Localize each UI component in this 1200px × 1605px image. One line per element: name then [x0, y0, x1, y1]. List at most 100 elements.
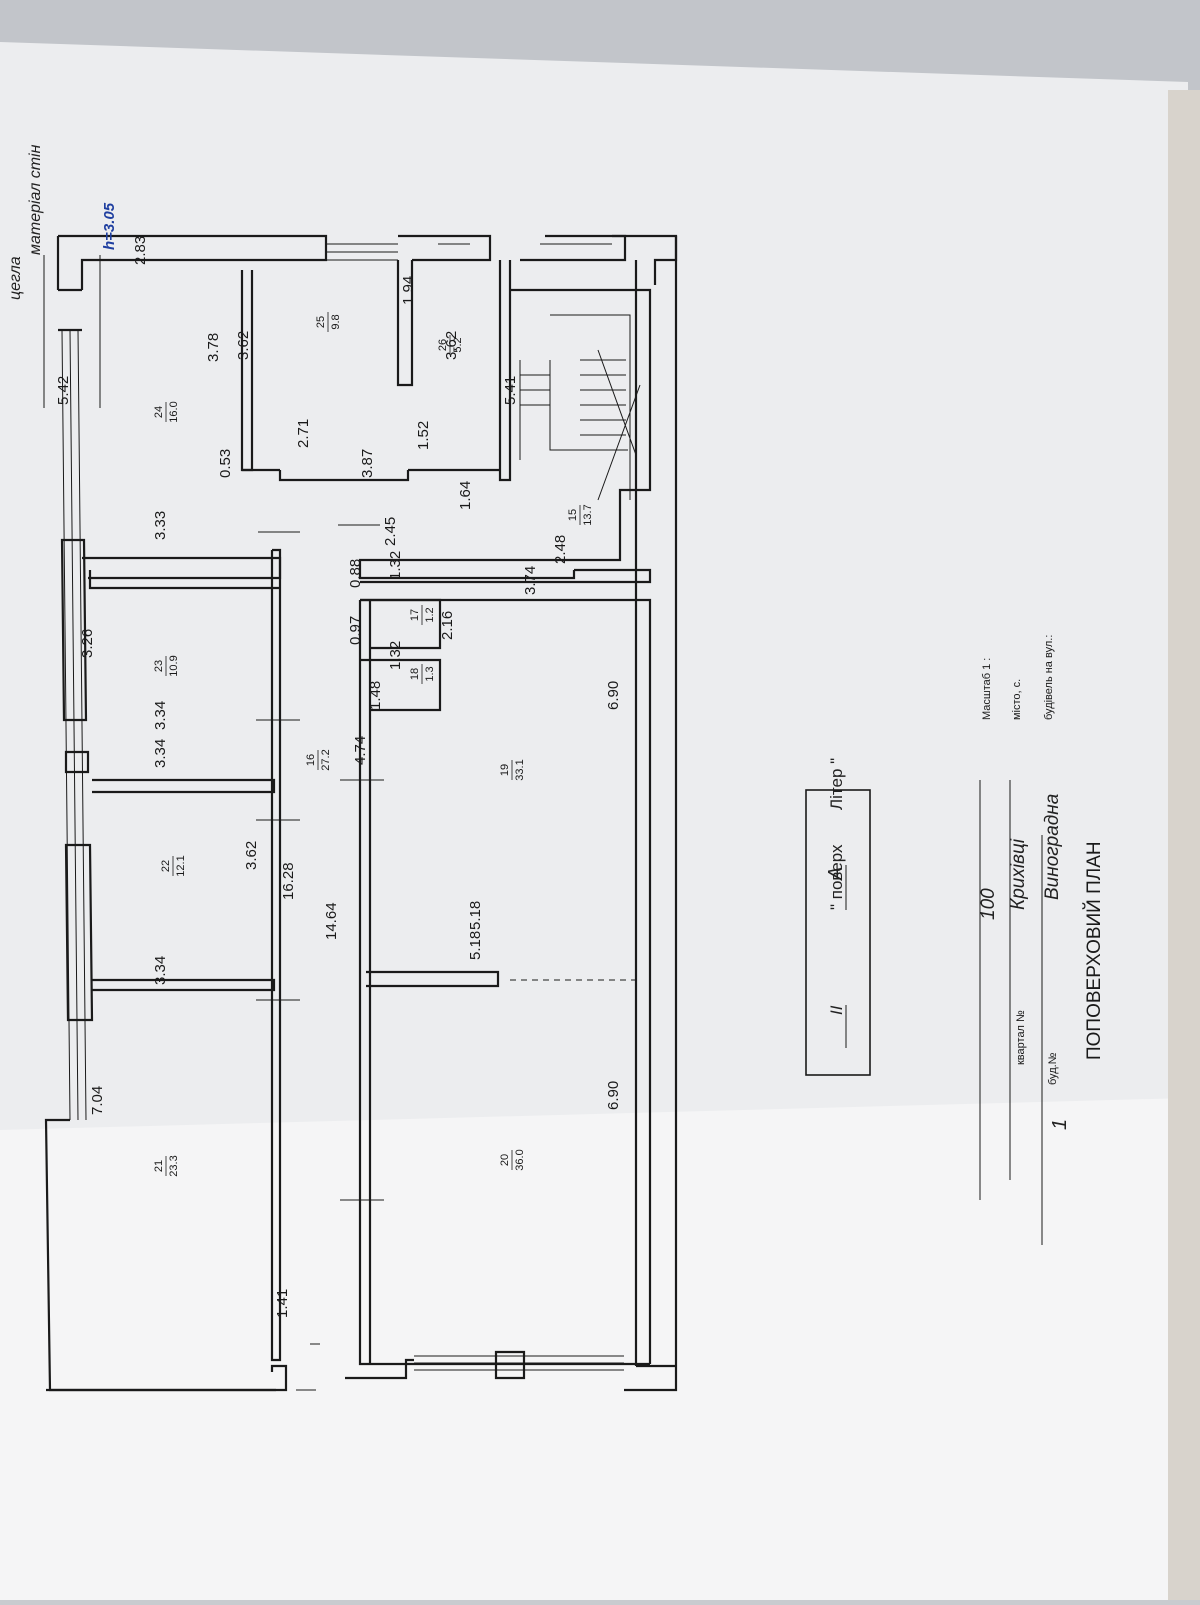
building-number-label: буд.№ [1047, 1052, 1059, 1085]
liter-label: Літер " [827, 758, 846, 810]
dimension-label: 5.18 [467, 901, 484, 930]
room-number: 20 [499, 1154, 511, 1166]
plan-title: ПОПОВЕРХОВИЙ ПЛАН [1083, 841, 1105, 1060]
room-number: 16 [305, 754, 317, 766]
room-number: 25 [315, 316, 327, 328]
dimension-label: 0.88 [347, 559, 364, 588]
dimension-label: 0.53 [217, 449, 234, 478]
dimension-label: 14.64 [323, 902, 340, 940]
dimension-label: 4.74 [352, 736, 369, 765]
room-number: 15 [567, 509, 579, 521]
liter-value: А [825, 867, 847, 881]
floor-label: " поверх [827, 844, 846, 910]
room-number: 26 [437, 339, 449, 351]
dimension-label: 5.42 [55, 376, 72, 405]
room-number: 22 [160, 860, 172, 872]
dimension-label: 2.71 [295, 419, 312, 448]
liter-box [805, 789, 871, 1076]
dimension-label: 5.18 [467, 931, 484, 960]
room-area: 1.3 [424, 666, 436, 681]
dimension-label: 3.78 [205, 333, 222, 362]
room-number: 19 [499, 764, 511, 776]
dimension-label: 16.28 [280, 862, 297, 900]
dimension-label: 0.97 [347, 616, 364, 645]
dimension-label: 3.33 [152, 511, 169, 540]
dimension-label: 2.83 [132, 236, 149, 265]
room-number: 21 [153, 1160, 165, 1172]
dimension-label: 3.34 [152, 701, 169, 730]
quarter-label: квартал № [1015, 1010, 1027, 1065]
room-area: 12.1 [175, 855, 187, 876]
dimension-label: 3.62 [443, 331, 460, 360]
room-number: 18 [409, 668, 421, 680]
room-number: 17 [409, 609, 421, 621]
wall-material-label: матеріал стін [27, 144, 44, 255]
dimension-label: 1.64 [457, 481, 474, 510]
dimension-label: 2.16 [439, 611, 456, 640]
ceiling-height-label: h=3.05 [101, 202, 118, 250]
dimension-label: 1.41 [274, 1289, 291, 1318]
dimension-label: 5.41 [502, 376, 519, 405]
dimension-label: 3.74 [522, 566, 539, 595]
dimension-label: 1.48 [367, 681, 384, 710]
room-area: 16.0 [168, 401, 180, 422]
paper-edge [1168, 90, 1200, 1600]
dimension-label: 6.90 [605, 681, 622, 710]
room-area: 13.7 [582, 504, 594, 525]
title-block: ПОПОВЕРХОВИЙ ПЛАН будівель на вул.: Вино… [805, 635, 1105, 1245]
plan-rotated: 2.83 3.78 3.62 3.62 1.94 5.42 2.71 1.52 3.87 0.53… [7, 144, 1105, 1392]
street-value: Виноградна [1042, 794, 1063, 900]
scale-value: 100 [978, 888, 999, 920]
dimension-label: 1.32 [387, 551, 404, 580]
dimension-label: 1.94 [400, 276, 417, 305]
city-label: місто, с. [1011, 679, 1023, 720]
dimension-label: 1.52 [415, 421, 432, 450]
dimension-labels: 2.83 3.78 3.62 3.62 1.94 5.42 2.71 1.52 3.87 0.53… [55, 236, 622, 1318]
dimension-label: 3.87 [359, 449, 376, 478]
dimension-label: 2.48 [552, 535, 569, 564]
city-value: Крихівці [1008, 838, 1029, 910]
room-area: 1.2 [424, 607, 436, 622]
dimension-label: 7.04 [89, 1086, 106, 1115]
building-number-value: 1 [1049, 1119, 1071, 1130]
scale-label: Масштаб 1 : [981, 658, 993, 720]
room-area: 5.2 [452, 337, 464, 352]
wall-material-value: цегла [7, 256, 24, 300]
floor-value: ІІ [827, 1005, 846, 1015]
dimension-label: 3.34 [152, 739, 169, 768]
dimension-label: 3.34 [152, 956, 169, 985]
street-label: будівель на вул.: [1043, 635, 1055, 720]
dimension-label: 3.26 [79, 629, 96, 658]
dimension-label: 3.62 [243, 841, 260, 870]
room-area: 36.0 [514, 1149, 526, 1170]
outer-walls [44, 234, 678, 1392]
dimension-label: 2.45 [382, 517, 399, 546]
interior-walls [82, 260, 652, 1391]
dimension-label: 3.62 [235, 331, 252, 360]
room-area: 9.8 [330, 314, 342, 329]
room-area: 33.1 [514, 759, 526, 780]
paper-sheet-lower [0, 1098, 1188, 1600]
dimension-label: 1.32 [387, 641, 404, 670]
dimension-label: 6.90 [605, 1081, 622, 1110]
room-area: 10.9 [168, 655, 180, 676]
room-area: 23.3 [168, 1155, 180, 1176]
room-number: 23 [153, 660, 165, 672]
room-number: 24 [153, 406, 165, 418]
room-area: 27.2 [320, 749, 332, 770]
